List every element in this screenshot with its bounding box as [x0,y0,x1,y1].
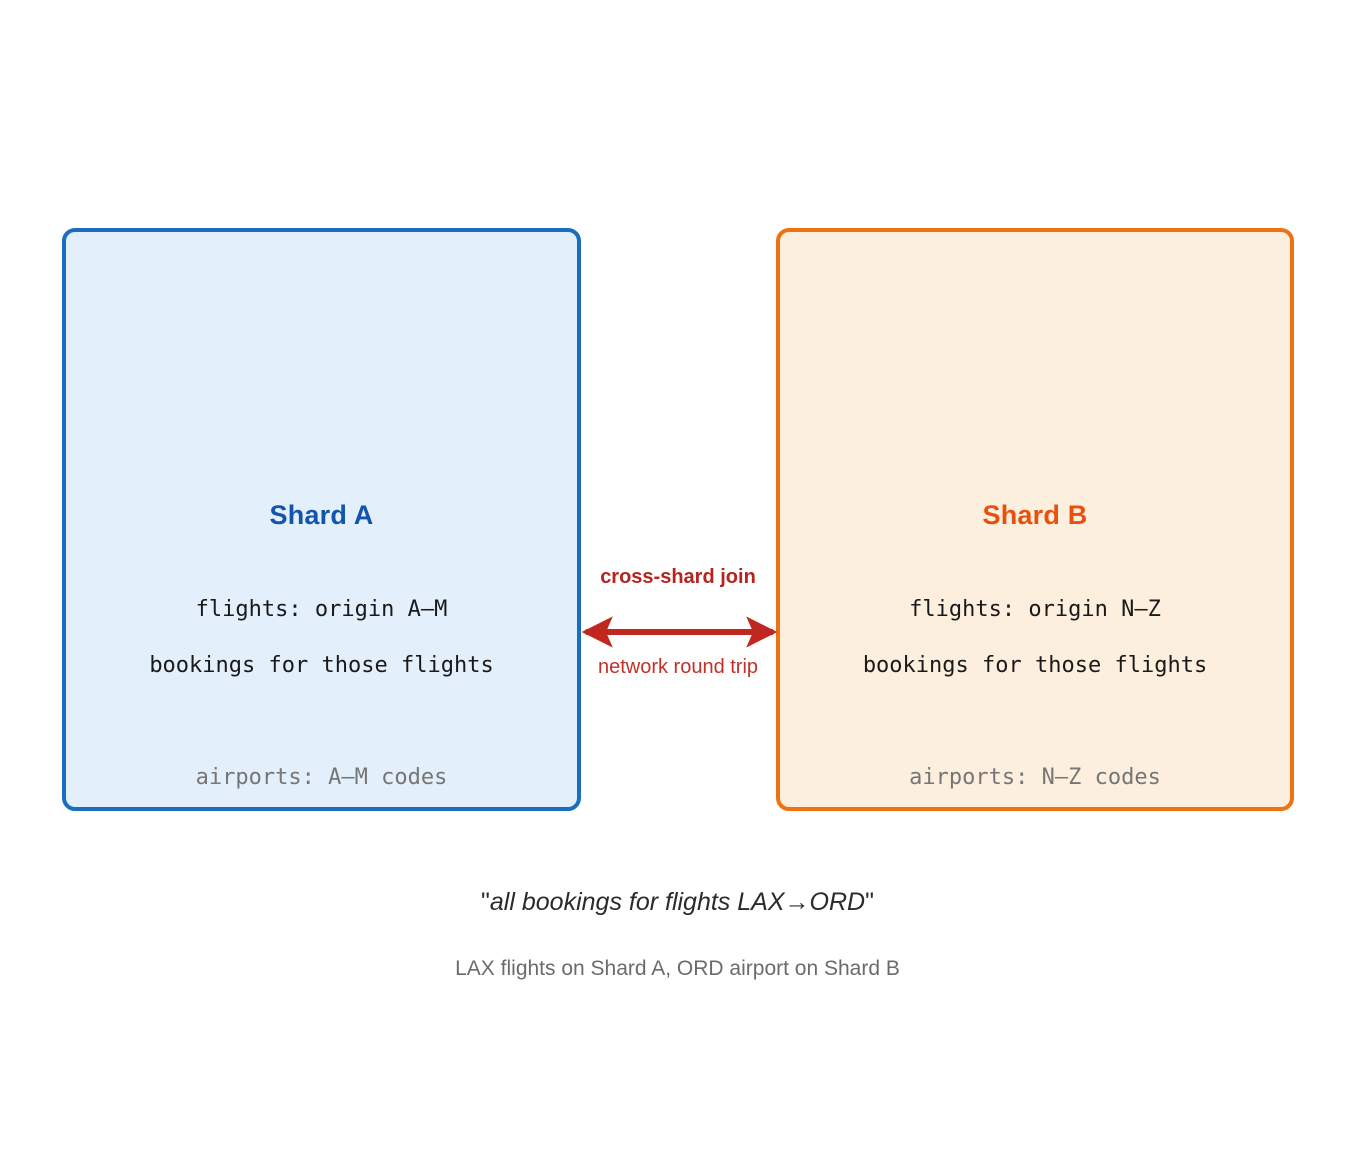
shard-a-flights-line: flights: origin A—M [195,597,448,622]
query-open-quote: " [481,888,490,916]
shard-b-flights-line: flights: origin N—Z [909,597,1161,622]
shard-a-bookings-line: bookings for those flights [149,653,494,678]
shard-a-box: Shard A flights: origin A—M bookings for… [62,228,581,811]
shard-a-airports-line: airports: A—M codes [195,765,448,790]
query-close-quote: " [865,888,874,916]
shard-b-bookings-line: bookings for those flights [862,653,1208,678]
shard-a-title: Shard A [269,500,374,530]
shard-b-box: Shard B flights: origin N—Z bookings for… [776,228,1294,811]
double-headed-arrow-icon [581,616,778,648]
shard-b-title: Shard B [982,500,1088,530]
explanation-caption: LAX flights on Shard A, ORD airport on S… [455,957,900,980]
query-text: all bookings for flights LAX→ORD [489,888,866,916]
query-caption: "all bookings for flights LAX→ORD" [0,888,1355,917]
shard-b-airports-line: airports: N—Z codes [909,765,1161,790]
